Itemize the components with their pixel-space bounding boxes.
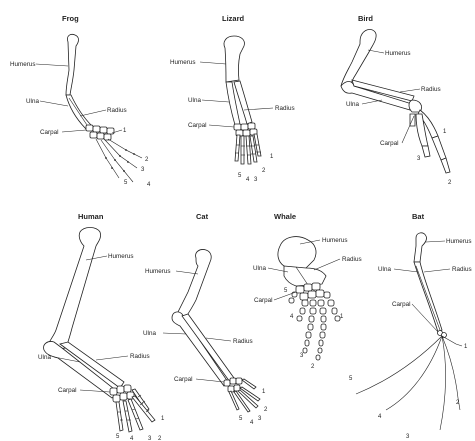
frog-digit-5: 5 xyxy=(124,180,128,186)
whale-digit-3: 3 xyxy=(300,353,304,359)
lizard-carpals xyxy=(234,123,257,136)
cat-radius xyxy=(182,314,234,382)
bat-humerus-label: Humerus xyxy=(446,238,472,245)
lizard-radius-label: Radius xyxy=(275,105,295,112)
whale-title: Whale xyxy=(274,212,296,221)
human-carpal-label: Carpal xyxy=(58,387,77,394)
cat-humerus xyxy=(176,249,211,320)
bat-digit-4: 4 xyxy=(378,414,382,420)
bird-digit-3: 3 xyxy=(417,156,421,162)
whale-humerus xyxy=(278,237,316,270)
bat-digit-1: 1 xyxy=(464,344,468,350)
human-digit-4: 4 xyxy=(130,436,134,441)
cat-title: Cat xyxy=(196,212,209,221)
lizard-humerus-label: Humerus xyxy=(170,59,196,66)
frog-humerus-label: Humerus xyxy=(10,61,36,68)
bird-humerus xyxy=(341,30,376,91)
frog-digit-3: 3 xyxy=(141,167,145,173)
human-digit-1: 1 xyxy=(161,416,165,422)
bat-humerus xyxy=(414,233,427,262)
bird-radius-label: Radius xyxy=(421,86,441,93)
human-digit-2: 2 xyxy=(158,436,162,441)
lizard-humerus xyxy=(224,36,244,82)
lizard-digit-4: 4 xyxy=(246,177,250,183)
whale-humerus-label: Humerus xyxy=(322,237,348,244)
human-digit-5: 5 xyxy=(116,434,120,440)
frog-digit-2: 2 xyxy=(145,157,149,163)
cat-radius-label: Radius xyxy=(233,338,253,345)
frog-humerus xyxy=(66,34,79,95)
whale-digit-5: 5 xyxy=(284,288,288,294)
bird-panel: Bird Humerus Radius Ulna Carpal 1 2 3 xyxy=(341,14,452,186)
bird-carpometacarpus xyxy=(409,100,450,173)
lizard-digit-1: 1 xyxy=(270,154,274,160)
frog-carpal-label: Carpal xyxy=(40,129,59,136)
cat-digit-3: 3 xyxy=(258,416,262,422)
whale-digit-2: 2 xyxy=(311,364,315,370)
frog-carpals xyxy=(86,125,114,140)
bird-ulna-label: Ulna xyxy=(346,101,359,108)
bird-title: Bird xyxy=(358,14,373,23)
human-title: Human xyxy=(78,212,104,221)
cat-digit-5: 5 xyxy=(239,416,243,422)
cat-digit-4: 4 xyxy=(250,420,254,426)
bird-humerus-label: Humerus xyxy=(385,50,411,57)
whale-carpal-label: Carpal xyxy=(254,297,273,304)
bird-digit-2: 2 xyxy=(448,180,452,186)
lizard-digit-5: 5 xyxy=(238,173,242,179)
whale-panel: Whale xyxy=(253,212,362,370)
human-radius-label: Radius xyxy=(130,353,150,360)
frog-panel: Frog Humerus Ulna xyxy=(10,14,151,188)
bird-digit-1: 1 xyxy=(443,129,447,135)
cat-digit-1: 1 xyxy=(262,389,266,395)
cat-digit-2: 2 xyxy=(264,407,268,413)
bat-ulna-label: Ulna xyxy=(378,266,391,273)
bat-carpal-label: Carpal xyxy=(392,301,411,308)
bat-radius-label: Radius xyxy=(452,266,472,273)
cat-carpal-label: Carpal xyxy=(174,376,193,383)
cat-ulna xyxy=(172,312,228,386)
lizard-carpal-label: Carpal xyxy=(188,122,207,129)
bat-title: Bat xyxy=(412,212,425,221)
bird-carpal-label: Carpal xyxy=(380,140,399,147)
frog-title: Frog xyxy=(62,14,79,23)
human-humerus xyxy=(46,228,101,351)
lizard-ulna-label: Ulna xyxy=(188,97,201,104)
whale-ulna-label: Ulna xyxy=(253,265,266,272)
lizard-panel: Lizard Humerus U xyxy=(170,14,295,183)
bat-digits xyxy=(356,336,462,430)
bat-digit-3: 3 xyxy=(406,434,410,440)
whale-digit-4: 4 xyxy=(290,314,294,320)
human-panel: Human Humerus Ul xyxy=(38,212,165,441)
lizard-digits xyxy=(235,134,261,164)
cat-humerus-label: Humerus xyxy=(145,268,171,275)
human-digit-3: 3 xyxy=(148,436,152,441)
cat-panel: Cat Humerus Ulna Radius Carpal 1 2 3 4 xyxy=(143,212,268,426)
cat-ulna-label: Ulna xyxy=(143,330,156,337)
whale-radius-ulna xyxy=(284,266,326,286)
human-ulna-label: Ulna xyxy=(38,354,51,361)
frog-radius-label: Radius xyxy=(107,107,127,114)
frog-ulna-label: Ulna xyxy=(26,98,39,105)
whale-digits xyxy=(289,292,340,360)
whale-digit-1: 1 xyxy=(340,314,344,320)
lizard-digit-2: 2 xyxy=(262,168,266,174)
bat-digit-5: 5 xyxy=(349,376,353,382)
whale-radius-label: Radius xyxy=(342,256,362,263)
human-humerus-label: Humerus xyxy=(108,253,134,260)
frog-digit-4: 4 xyxy=(147,182,151,188)
lizard-title: Lizard xyxy=(222,14,245,23)
frog-digit-1: 1 xyxy=(123,128,127,134)
cat-carpals xyxy=(224,378,242,392)
bat-panel: Bat Humerus Ulna Radius Carpal 1 2 3 4 5 xyxy=(349,212,472,440)
lizard-digit-3: 3 xyxy=(254,177,258,183)
